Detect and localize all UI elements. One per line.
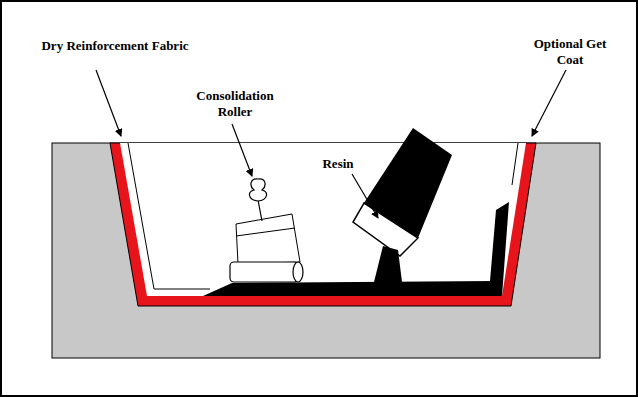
cavity [120,143,526,296]
leader-arrow [352,174,378,218]
resin-layer [203,281,502,296]
dry-fabric [512,143,518,185]
mold [52,143,600,358]
resin-can [353,128,452,282]
gel-coat [110,143,536,306]
part-label: Consolidation Roller [180,88,290,120]
leader-arrow [96,70,121,136]
leader-arrow [232,124,252,176]
consolidation-roller [230,179,303,282]
part-label: Optional Get Coat [520,36,620,68]
dry-fabric [128,143,210,289]
part-label: Resin [308,156,368,172]
resin-layer [490,202,509,296]
part-label: Dry Reinforcement Fabric [40,38,190,54]
leader-arrow [532,70,566,136]
